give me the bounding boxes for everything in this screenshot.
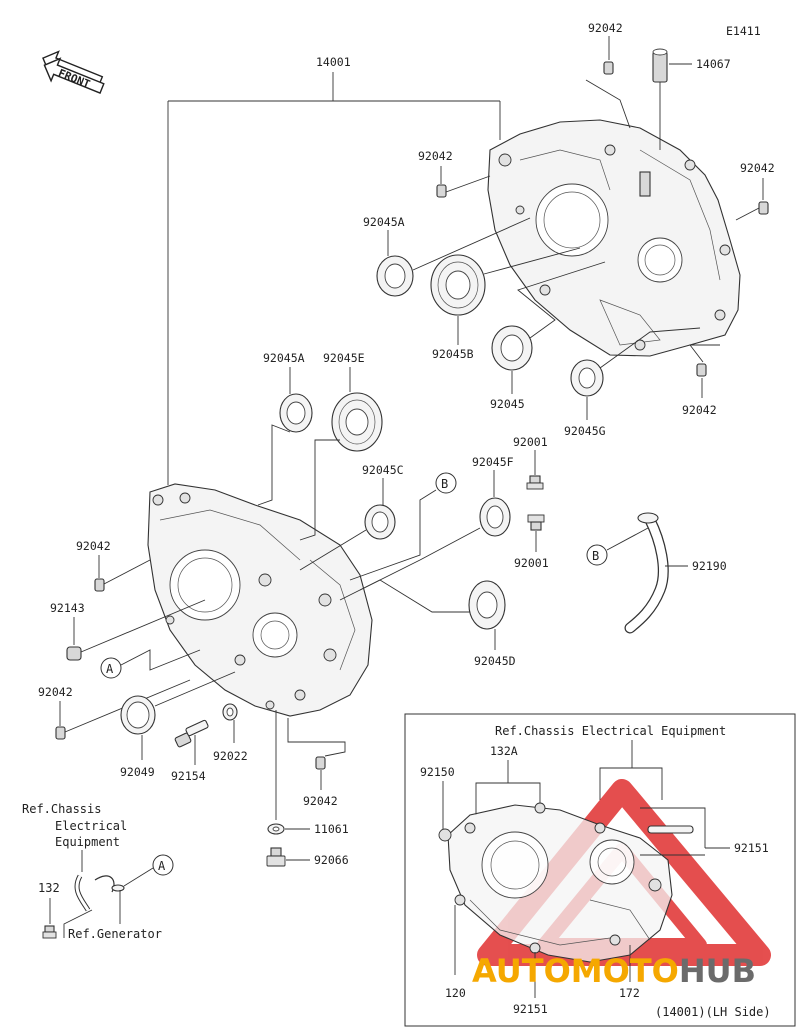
marker-b-lower	[586, 544, 608, 566]
watermark-part3: HUB	[679, 952, 756, 990]
callout-120: 120	[445, 986, 466, 1000]
callout-92045A-lower: 92045A	[263, 351, 305, 365]
callout-92066: 92066	[314, 853, 349, 867]
bearing-92045	[491, 325, 533, 371]
bearing-92045B	[430, 254, 486, 316]
washer-92022	[222, 703, 238, 721]
part-14067-collar	[652, 48, 692, 150]
leader-14001	[167, 72, 501, 485]
washer-11061	[267, 823, 285, 835]
watermark-part2: MOTO	[571, 952, 679, 990]
right-crankcase-half	[487, 119, 741, 357]
ref-chassis-inset: Ref.Chassis Electrical Equipment	[495, 724, 726, 738]
callout-92045E: 92045E	[323, 351, 365, 365]
callout-92042-mid: 92042	[418, 149, 453, 163]
callout-172: 172	[619, 986, 640, 1000]
inset-caption: (14001)(LH Side)	[655, 1005, 771, 1019]
ref-chassis-line3: Equipment	[55, 835, 120, 849]
marker-b-upper-label: B	[441, 477, 448, 491]
dowel-pin-92042-left	[94, 578, 105, 592]
marker-a-upper	[100, 657, 122, 679]
callout-14001: 14001	[316, 55, 351, 69]
marker-a-upper-label: A	[106, 662, 114, 676]
callout-92042-left-low: 92042	[38, 685, 73, 699]
screw-92001-bottom	[527, 514, 545, 531]
ref-chassis-line1: Ref.Chassis	[22, 802, 101, 816]
marker-a-lower	[152, 854, 174, 876]
watermark-text: AUTOMOTOHUB	[472, 952, 756, 990]
bolt-132	[42, 925, 57, 939]
callout-92151-bottom: 92151	[513, 1002, 548, 1016]
callout-132A: 132A	[490, 744, 518, 758]
bearing-92045C	[364, 504, 396, 540]
left-crankcase-half	[147, 483, 373, 717]
watermark-part1: AUTO	[472, 952, 571, 990]
callout-92045B: 92045B	[432, 347, 474, 361]
dowel-pin-92042-left-low	[55, 726, 66, 740]
callout-92150: 92150	[420, 765, 455, 779]
dowel-pin-92042-right	[758, 201, 769, 215]
callout-92045F: 92045F	[472, 455, 514, 469]
callout-92045C: 92045C	[362, 463, 404, 477]
screw-92001-top	[526, 475, 544, 490]
dowel-pin-92042-mid	[436, 184, 447, 198]
inset-box	[404, 713, 796, 1027]
callout-92154: 92154	[171, 769, 206, 783]
callout-92042-lower-right: 92042	[682, 403, 717, 417]
callout-92042-top: 92042	[588, 21, 623, 35]
bearing-92045D	[468, 580, 506, 630]
bearing-92045E	[331, 392, 383, 452]
inset-crankcase-lh-side	[438, 802, 673, 963]
callout-92143: 92143	[50, 601, 85, 615]
bearing-92045A-lower	[279, 393, 313, 433]
oil-seal-92049	[120, 695, 156, 735]
svg-text:AUTOMOTOHUB: AUTOMOTOHUB	[472, 952, 756, 990]
callout-92042-bottom: 92042	[303, 794, 338, 808]
callout-92049: 92049	[120, 765, 155, 779]
bearing-92045G	[570, 359, 604, 397]
dowel-pin-92042-top	[603, 61, 614, 75]
bearing-92045A-upper	[376, 255, 414, 297]
bearing-92045F	[479, 497, 511, 537]
callout-14067: 14067	[696, 57, 731, 71]
callout-92045D: 92045D	[474, 654, 516, 668]
drain-bolt-92066	[266, 847, 286, 867]
marker-b-upper	[435, 472, 457, 494]
callout-92151-right: 92151	[734, 841, 769, 855]
callout-92022: 92022	[213, 749, 248, 763]
fitting-92154	[174, 719, 209, 748]
callout-92190: 92190	[692, 559, 727, 573]
callout-92045A-upper: 92045A	[363, 215, 405, 229]
callout-132: 132	[38, 881, 60, 895]
callout-92042-right: 92042	[740, 161, 775, 175]
callout-92001-bottom: 92001	[514, 556, 549, 570]
marker-b-lower-label: B	[592, 549, 599, 563]
dowel-pin-92042-lower-right	[696, 363, 707, 377]
front-arrow-icon: FRONT	[42, 50, 105, 94]
diagram-code: E1411	[726, 24, 761, 38]
callout-11061: 11061	[314, 822, 349, 836]
collar-92143	[66, 646, 82, 661]
callout-92045: 92045	[490, 397, 525, 411]
callout-92045G: 92045G	[564, 424, 606, 438]
callout-92042-left: 92042	[76, 539, 111, 553]
ground-wire-132	[74, 874, 125, 912]
marker-a-lower-label: A	[158, 859, 166, 873]
wire-clamp-92151	[647, 825, 694, 834]
dowel-pin-92042-bottom	[315, 756, 326, 770]
ref-generator: Ref.Generator	[68, 927, 162, 941]
callout-92001-top: 92001	[513, 435, 548, 449]
hose-92190	[624, 512, 669, 634]
ref-chassis-line2: Electrical	[55, 819, 127, 833]
